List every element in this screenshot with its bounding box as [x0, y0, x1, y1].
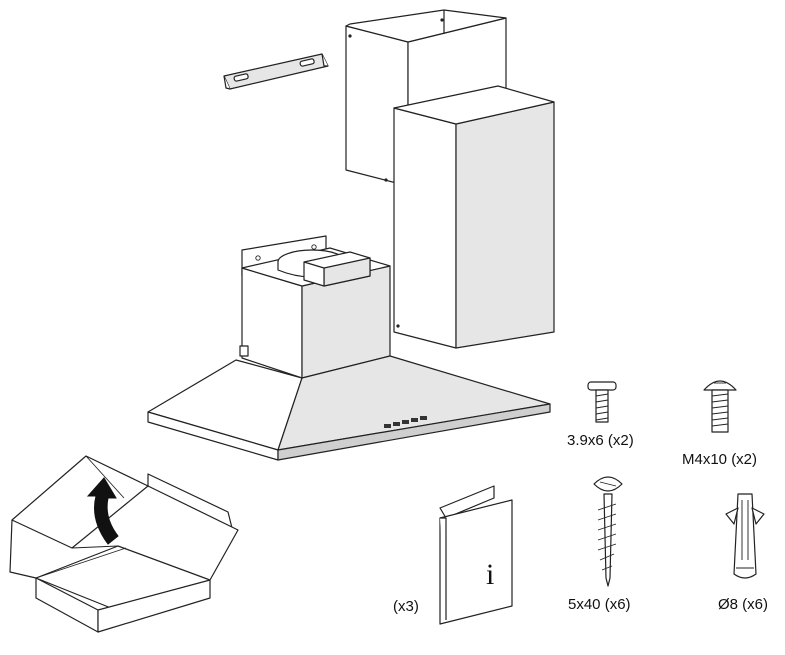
manual-booklet-icon: [439, 485, 513, 625]
manual-info-glyph: i: [486, 558, 495, 591]
wall-plug-icon: [725, 493, 765, 579]
machine-screw-icon: [703, 380, 737, 433]
control-buttons: [384, 416, 427, 428]
small-screw-icon: [587, 381, 617, 423]
chimney-cover-lower-icon: [393, 85, 555, 349]
wood-screw-label: 5x40 (x6): [568, 596, 631, 613]
wall-plug-label: Ø8 (x6): [718, 596, 769, 613]
small-screw-label: 3.9x6 (x2): [567, 432, 634, 449]
cooker-hood-icon: [147, 235, 551, 461]
manual-quantity-label: (x3): [393, 598, 419, 615]
machine-screw-label: M4x10 (x2): [682, 451, 758, 468]
open-box-icon: [9, 455, 239, 633]
lift-arrow-icon: [86, 477, 119, 545]
wood-screw-icon: [593, 476, 623, 587]
mounting-bracket-icon: [223, 53, 329, 90]
chimney-cover-upper-icon: [345, 9, 507, 187]
